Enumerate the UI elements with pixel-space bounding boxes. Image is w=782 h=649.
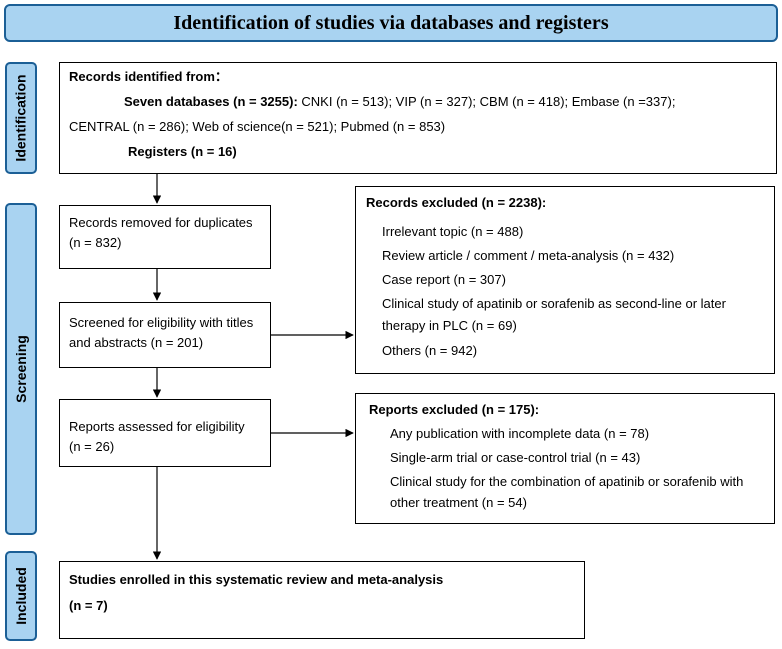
records-excluded-item: Others (n = 942) <box>382 343 478 358</box>
records-removed-line1: Records removed for duplicates <box>69 215 253 230</box>
seven-databases-label: Seven databases (n = 3255): <box>124 94 298 109</box>
records-excluded-heading: Records excluded (n = 2238): <box>366 195 547 210</box>
reports-excluded-item: Single-arm trial or case-control trial (… <box>390 450 641 465</box>
studies-enrolled-box: Studies enrolled in this systematic revi… <box>59 561 585 639</box>
phase-identification: Identification <box>5 62 37 174</box>
studies-enrolled-line2: (n = 7) <box>69 598 108 613</box>
databases-line-3: CENTRAL (n = 286); Web of science(n = 52… <box>69 119 446 134</box>
screened-line2: and abstracts (n = 201) <box>69 335 204 350</box>
records-excluded-item: Clinical study of apatinib or sorafenib … <box>382 296 726 311</box>
seven-databases-counts: CNKI (n = 513); VIP (n = 327); CBM (n = … <box>297 94 676 109</box>
records-excluded-box: Records excluded (n = 2238): Irrelevant … <box>355 186 775 374</box>
records-identified-box: Records identified from： Seven databases… <box>59 62 777 174</box>
phase-screening: Screening <box>5 203 37 535</box>
reports-excluded-item: Clinical study for the combination of ap… <box>390 474 744 489</box>
phase-included: Included <box>5 551 37 641</box>
reports-excluded-item: Any publication with incomplete data (n … <box>390 426 650 441</box>
screened-box: Screened for eligibility with titles and… <box>59 302 271 368</box>
records-excluded-item: Case report (n = 307) <box>382 272 506 287</box>
records-removed-box: Records removed for duplicates (n = 832) <box>59 205 271 269</box>
reports-assessed-box: Reports assessed for eligibility (n = 26… <box>59 399 271 467</box>
records-identified-heading: Records identified from： <box>69 69 228 84</box>
studies-enrolled-line1: Studies enrolled in this systematic revi… <box>69 572 444 587</box>
registers-line: Registers (n = 16) <box>128 144 237 159</box>
reports-excluded-box: Reports excluded (n = 175): Any publicat… <box>355 393 775 524</box>
seven-databases-line: Seven databases (n = 3255): CNKI (n = 51… <box>124 92 675 112</box>
records-removed-line2: (n = 832) <box>69 235 122 250</box>
reports-excluded-heading: Reports excluded (n = 175): <box>369 402 540 417</box>
screened-line1: Screened for eligibility with titles <box>69 315 254 330</box>
records-excluded-item: Review article / comment / meta-analysis… <box>382 248 675 263</box>
records-excluded-item: therapy in PLC (n = 69) <box>382 318 517 333</box>
reports-assessed-line1: Reports assessed for eligibility <box>69 419 245 434</box>
records-excluded-item: Irrelevant topic (n = 488) <box>382 224 524 239</box>
reports-assessed-line2: (n = 26) <box>69 439 115 454</box>
banner-title: Identification of studies via databases … <box>4 4 778 42</box>
reports-excluded-item: other treatment (n = 54) <box>390 495 527 510</box>
